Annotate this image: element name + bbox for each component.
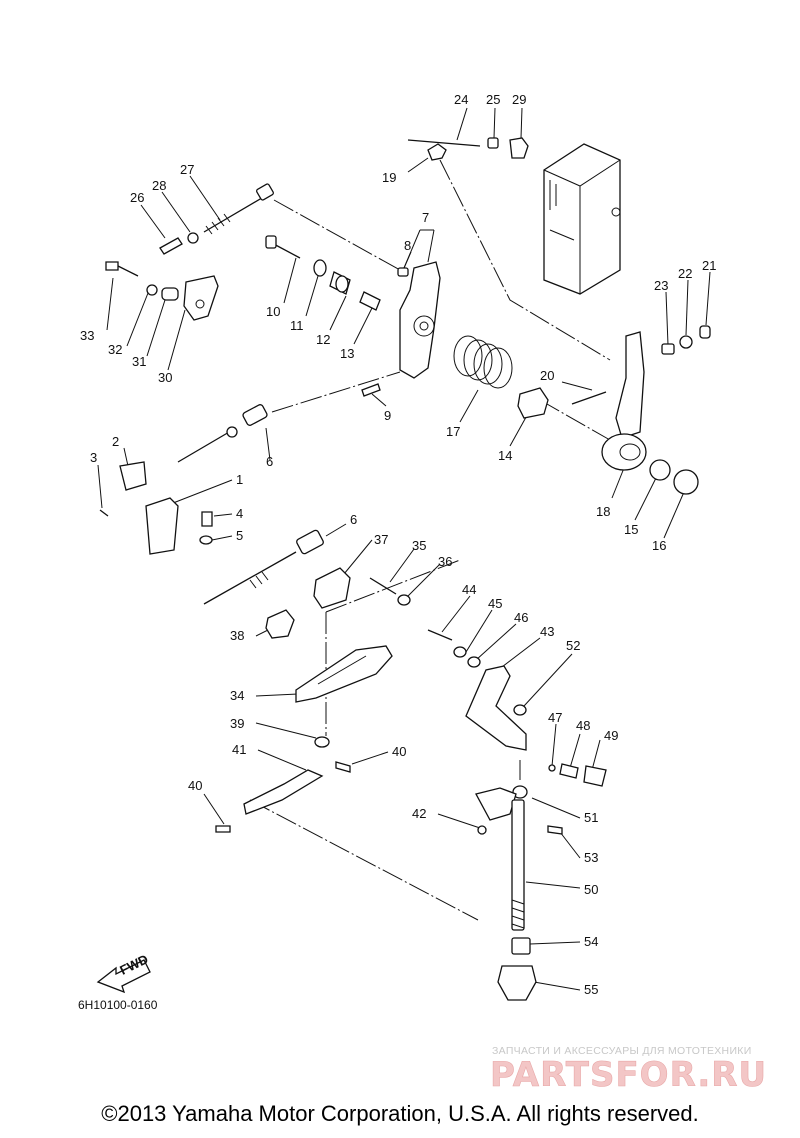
- callout: 30: [158, 370, 172, 385]
- callout: 14: [498, 448, 512, 463]
- callout: 8: [404, 238, 411, 253]
- callout: 35: [412, 538, 426, 553]
- callout: 40: [392, 744, 406, 759]
- callout: 32: [108, 342, 122, 357]
- drawing-code: 6H10100-0160: [78, 998, 158, 1012]
- callout: 41: [232, 742, 246, 757]
- watermark-tagline: ЗАПЧАСТИ И АКСЕССУАРЫ ДЛЯ МОТОТЕХНИКИ: [492, 1045, 752, 1057]
- callout: 11: [290, 318, 304, 333]
- callout: 6: [350, 512, 357, 527]
- callout: 3: [90, 450, 97, 465]
- callout: 38: [230, 628, 244, 643]
- callout: 13: [340, 346, 354, 361]
- callout: 34: [230, 688, 244, 703]
- callout: 48: [576, 718, 590, 733]
- callout: 47: [548, 710, 562, 725]
- callout: 20: [540, 368, 554, 383]
- callout: 12: [316, 332, 330, 347]
- callout: 55: [584, 982, 598, 997]
- callout: 19: [382, 170, 396, 185]
- callout: 9: [384, 408, 391, 423]
- parts-artwork: [96, 137, 711, 1001]
- callout: 5: [236, 528, 243, 543]
- callout: 25: [486, 92, 500, 107]
- callout: 18: [596, 504, 610, 519]
- callout: 39: [230, 716, 244, 731]
- callout: 49: [604, 728, 618, 743]
- callout: 23: [654, 278, 668, 293]
- callout: 16: [652, 538, 666, 553]
- callout: 50: [584, 882, 598, 897]
- callout: 10: [266, 304, 280, 319]
- callout: 28: [152, 178, 166, 193]
- callout: 36: [438, 554, 452, 569]
- watermark-logo: PARTSFOR.RU: [490, 1055, 767, 1094]
- callout: 24: [454, 92, 468, 107]
- callout: 29: [512, 92, 526, 107]
- fwd-arrow-icon: [96, 959, 151, 994]
- callout: 22: [678, 266, 692, 281]
- callout: 54: [584, 934, 598, 949]
- callout: 52: [566, 638, 580, 653]
- callout: 51: [584, 810, 598, 825]
- copyright-notice: ©2013 Yamaha Motor Corporation, U.S.A. A…: [101, 1101, 699, 1126]
- callout: 7: [422, 210, 429, 225]
- callout: 2: [112, 434, 119, 449]
- callout: 15: [624, 522, 638, 537]
- leader-lines: [97, 107, 711, 991]
- watermark-brand: PARTSFOR.RU: [490, 1055, 767, 1094]
- callout: 42: [412, 806, 426, 821]
- callout: 21: [702, 258, 716, 273]
- callout: 6: [266, 454, 273, 469]
- callout: 40: [188, 778, 202, 793]
- callout: 26: [130, 190, 144, 205]
- callout: 4: [236, 506, 243, 521]
- callout: 27: [180, 162, 194, 177]
- callout: 44: [462, 582, 476, 597]
- callout: 53: [584, 850, 598, 865]
- callout: 33: [80, 328, 94, 343]
- callout: 31: [132, 354, 146, 369]
- callout: 1: [236, 472, 243, 487]
- callout: 17: [446, 424, 460, 439]
- callout-labels: 1 2 3 4 5 6 6 7 8 9 10 11 12 13 14 15 16…: [80, 92, 716, 997]
- callout: 46: [514, 610, 528, 625]
- callout: 37: [374, 532, 388, 547]
- callout: 43: [540, 624, 554, 639]
- callout: 45: [488, 596, 502, 611]
